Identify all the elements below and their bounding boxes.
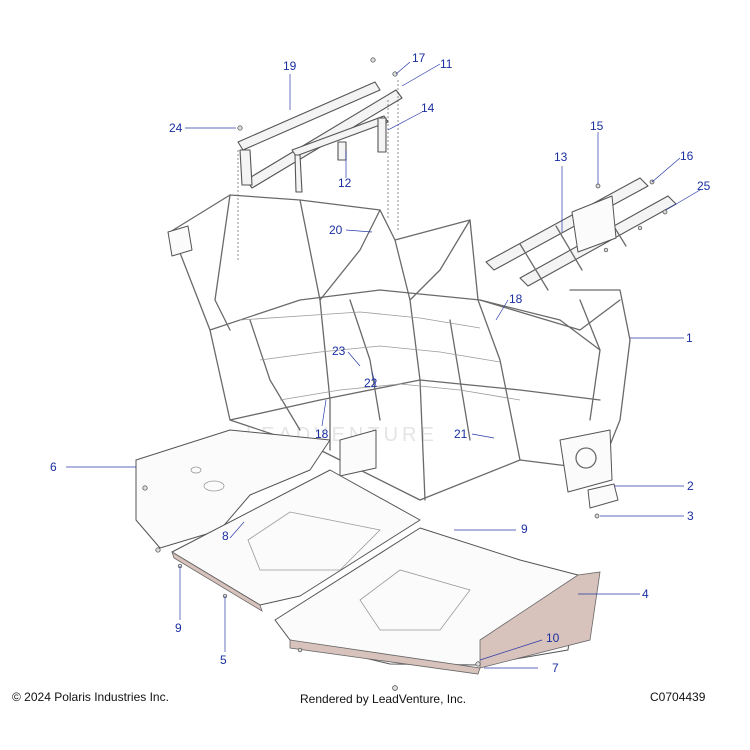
copyright-text: © 2024 Polaris Industries Inc.	[12, 690, 169, 704]
callout-3[interactable]: 3	[687, 509, 694, 523]
callout-9-right[interactable]: 9	[521, 522, 528, 536]
callout-14[interactable]: 14	[421, 101, 435, 115]
callout-4[interactable]: 4	[642, 587, 649, 601]
callout-6[interactable]: 6	[50, 460, 57, 474]
callout-24[interactable]: 24	[169, 121, 183, 135]
callout-11[interactable]: 11	[440, 57, 453, 71]
callout-25[interactable]: 25	[697, 179, 711, 193]
main-frame	[167, 194, 631, 501]
callout-8[interactable]: 8	[222, 529, 229, 543]
mid-skid-plate	[171, 469, 421, 612]
callout-22[interactable]: 22	[364, 376, 378, 390]
callout-18-lower[interactable]: 18	[315, 427, 329, 441]
callout-12[interactable]: 12	[338, 176, 352, 190]
callout-18-upper[interactable]: 18	[509, 292, 523, 306]
rear-skid-plate	[274, 527, 601, 691]
roof-support-assembly	[237, 57, 403, 260]
callout-2[interactable]: 2	[687, 479, 694, 493]
rendered-by-text: Rendered by LeadVenture, Inc.	[300, 692, 467, 706]
callout-10[interactable]: 10	[546, 631, 560, 645]
callout-9-left[interactable]: 9	[175, 621, 182, 635]
callout-5[interactable]: 5	[220, 653, 227, 667]
callout-15[interactable]: 15	[590, 119, 604, 133]
front-skid-plate	[135, 429, 331, 553]
bracket-and-hardware	[587, 483, 619, 519]
callout-19[interactable]: 19	[283, 59, 297, 73]
callout-21[interactable]: 21	[454, 427, 468, 441]
callout-23[interactable]: 23	[332, 344, 346, 358]
callout-20[interactable]: 20	[329, 223, 343, 237]
callout-1[interactable]: 1	[686, 331, 693, 345]
callout-7[interactable]: 7	[552, 661, 559, 675]
callout-16[interactable]: 16	[680, 149, 694, 163]
callout-17[interactable]: 17	[412, 51, 426, 65]
diagram-code: C0704439	[650, 690, 706, 704]
leader-lines	[66, 61, 701, 669]
callout-13[interactable]: 13	[554, 150, 568, 164]
rear-rack-assembly	[485, 177, 677, 291]
